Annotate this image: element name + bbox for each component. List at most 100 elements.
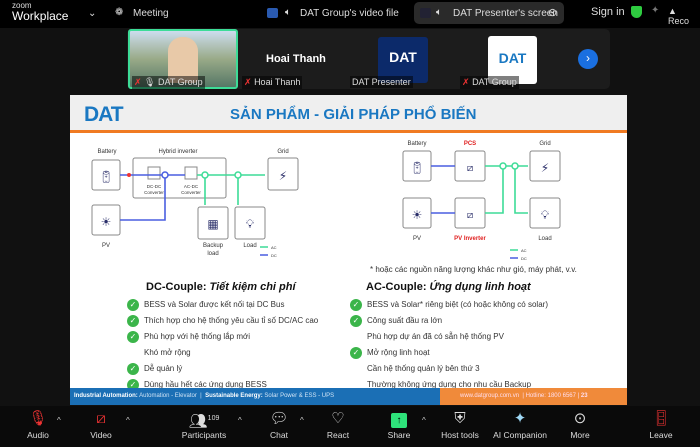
ai-companion-button[interactable]: ✦AI Companion: [490, 408, 550, 440]
sign-in-link[interactable]: Sign in: [591, 6, 625, 18]
host-tools-button[interactable]: ⛨Host tools: [430, 408, 490, 440]
grid-box: [529, 150, 561, 182]
share-button[interactable]: ↑Share: [387, 413, 411, 440]
load-box: [234, 206, 266, 240]
list-item-text: Mở rộng linh hoạt: [367, 348, 430, 357]
svg-text:⧄: ⧄: [467, 210, 473, 221]
next-page-button[interactable]: ›: [578, 49, 598, 69]
check-icon: ✓: [350, 315, 362, 327]
more-button[interactable]: ⊙More: [550, 408, 610, 440]
video-button[interactable]: ⧄Video: [71, 408, 131, 440]
check-icon: ✓: [127, 331, 139, 343]
load-label: Load: [243, 243, 256, 249]
grid-box: [267, 157, 299, 191]
shared-slide: DAT SẢN PHẨM - GIẢI PHÁP PHỔ BIẾN 🔋︎⚡︎☀︎…: [70, 95, 627, 405]
battery-label: Battery: [407, 141, 426, 147]
svg-text:AC-DC: AC-DC: [184, 184, 199, 189]
svg-text:Converter: Converter: [144, 190, 164, 195]
list-item: Cần hệ thống quản lý bên thứ 3: [350, 362, 480, 376]
brand-name: Workplace: [12, 9, 69, 23]
backup-load-label: Backup: [203, 243, 224, 249]
slide-title: SẢN PHẨM - GIẢI PHÁP PHỔ BIẾN: [230, 106, 477, 123]
shield-check-icon[interactable]: [631, 6, 642, 18]
list-item: ✓BESS và Solar* riêng biệt (có hoặc khôn…: [350, 298, 548, 312]
slide-header: DAT SẢN PHẨM - GIẢI PHÁP PHỔ BIẾN: [70, 95, 627, 133]
coupling-diagrams: 🔋︎⚡︎☀︎ ▦💡︎ 🔋︎⚡︎☀︎💡︎ ⧄⧄ Battery Hybrid in…: [91, 141, 561, 261]
video-off-icon: ⧄: [96, 410, 106, 427]
footnote: * hoặc các nguồn năng lượng khác như gió…: [370, 265, 577, 274]
audio-button[interactable]: 🎙︎Audio: [8, 408, 68, 440]
video-file-tab[interactable]: DAT Group's video file: [300, 8, 399, 19]
pv-label: PV: [413, 236, 421, 242]
share-options-caret[interactable]: ^: [422, 416, 426, 425]
participant-name: ✗ Hoai Thanh: [242, 76, 303, 89]
svg-text:🔋︎: 🔋︎: [409, 161, 424, 175]
list-item: ✓Mở rộng linh hoạt: [350, 346, 430, 360]
grid-label: Grid: [277, 149, 288, 155]
presenter-screen-tab[interactable]: 🔈︎ DAT Presenter's screen ⊙: [414, 2, 564, 24]
check-icon: ✓: [127, 315, 139, 327]
chat-options-caret[interactable]: ^: [300, 416, 304, 425]
list-item: ✓BESS và Solar được kết nối tại DC Bus: [127, 298, 284, 312]
list-item: ✓Công suất đầu ra lớn: [350, 314, 442, 328]
pv-label: PV: [102, 243, 110, 249]
svg-text:DC-DC: DC-DC: [147, 184, 162, 189]
participant-tile-hoai[interactable]: Hoai Thanh ✗ Hoai Thanh: [242, 29, 342, 89]
dc-couple-heading: DC-Couple: Tiết kiệm chi phí: [146, 281, 296, 293]
backup-load-box: [197, 206, 229, 240]
svg-text:AC: AC: [521, 248, 527, 253]
more-options-icon[interactable]: ⊙: [548, 7, 558, 19]
record-label: Reco: [668, 16, 690, 26]
svg-text:☀︎: ☀︎: [412, 208, 423, 222]
svg-text:Converter: Converter: [181, 190, 201, 195]
pcs-label: PCS: [464, 141, 476, 147]
participants-options-caret[interactable]: ^: [238, 416, 242, 425]
check-icon: ✓: [127, 363, 139, 375]
hybrid-inverter-label: Hybrid inverter: [158, 149, 197, 155]
participant-display-name: Hoai Thanh: [266, 53, 326, 65]
svg-text:DC: DC: [521, 256, 527, 261]
list-item: Thường không ứng dụng cho nhu cầu Backup: [350, 378, 531, 392]
ac-couple-heading: AC-Couple: Ứng dụng linh hoạt: [366, 281, 531, 293]
share-arrow-icon: ↑: [391, 413, 407, 428]
svg-text:💡︎: 💡︎: [541, 208, 550, 222]
meeting-icon: ❁: [115, 7, 124, 18]
svg-text:load: load: [207, 251, 218, 257]
brand-small: zoom: [12, 1, 32, 10]
video-options-caret[interactable]: ^: [126, 416, 130, 425]
participants-icon: 👥︎109: [188, 413, 220, 430]
battery-label: Battery: [97, 149, 116, 155]
acdc-converter-icon: [184, 166, 198, 180]
chat-icon: 💬︎: [269, 410, 289, 427]
meeting-menu[interactable]: Meeting: [133, 8, 169, 19]
speaker-icon: 🔈︎: [285, 7, 291, 18]
check-icon: ✓: [127, 299, 139, 311]
list-item: ✓ Phù hợp với hệ thống lắp mới: [127, 330, 250, 344]
react-button[interactable]: ♡React: [308, 408, 368, 440]
audio-options-caret[interactable]: ^: [57, 416, 61, 425]
list-item-text: Phù hợp với hệ thống lắp mới: [144, 332, 251, 341]
participant-tile-group[interactable]: DAT ✗ DAT Group: [455, 29, 565, 89]
slide-footer-contact: www.datgroup.com.vn | Hotline: 1800 6567…: [440, 388, 627, 405]
list-item-text: Thích hợp cho hệ thống yêu cầu tỉ số DC/…: [144, 316, 319, 325]
page-number: 23: [580, 393, 588, 399]
chevron-down-icon[interactable]: ⌄: [88, 8, 97, 19]
svg-text:☀︎: ☀︎: [101, 215, 112, 229]
list-item-text: Phù hợp dự án đã có sẵn hệ thống PV: [367, 332, 504, 341]
grid-label: Grid: [539, 141, 550, 147]
leave-button[interactable]: 🚪︎Leave: [631, 408, 691, 440]
sparkle-icon[interactable]: ✦: [651, 5, 660, 16]
video-thumb-icon: [267, 8, 278, 18]
record-button[interactable]: ▲ Reco: [668, 6, 690, 26]
presenter-screen-label: DAT Presenter's screen: [453, 8, 558, 19]
chat-button[interactable]: 💬︎Chat: [249, 408, 309, 440]
participant-tile-presenter[interactable]: DAT DAT Presenter: [348, 29, 438, 89]
participant-tile-video[interactable]: ✗ 🎙︎ DAT Group: [128, 29, 238, 89]
list-item: ✓Dễ quản lý: [127, 362, 182, 376]
shield-icon: ⛨: [454, 410, 466, 427]
svg-text:💡︎: 💡︎: [246, 217, 255, 231]
svg-text:AC: AC: [271, 245, 277, 250]
